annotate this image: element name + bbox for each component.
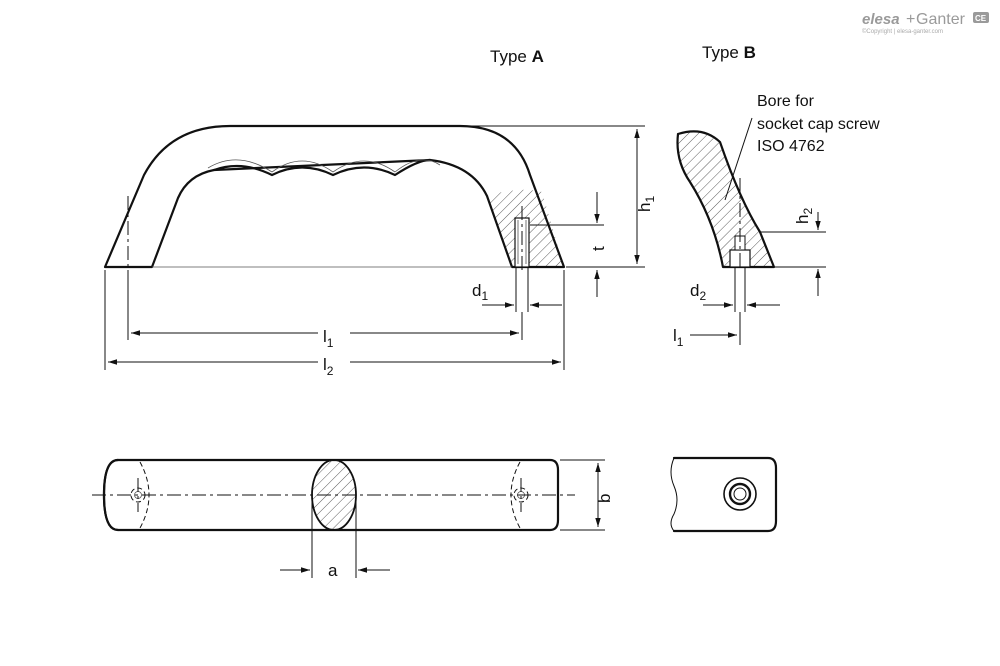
- grip-scallop-arcs: [207, 159, 441, 173]
- dim-b: b: [560, 459, 614, 531]
- elesa-ganter-logo: elesa + Ganter CE ©Copyright | elesa-gan…: [862, 11, 989, 35]
- grip-scallops: [212, 158, 432, 177]
- dim-l1-type-b: l1: [673, 312, 741, 349]
- handle-outer-outline: [103, 124, 566, 269]
- dim-l1: l1: [127, 270, 523, 350]
- bore-note-leader: [724, 117, 753, 201]
- type-a-letter: A: [532, 47, 544, 66]
- counterbore-top: [723, 477, 757, 511]
- logo-badge-shape: [973, 12, 989, 23]
- type-b-top-outline: [672, 456, 778, 533]
- dim-t-label: t: [589, 246, 608, 251]
- dim-b-label: b: [595, 494, 614, 503]
- dim-d2: d2: [690, 268, 780, 312]
- dim-h1: h1: [460, 125, 657, 268]
- bore-note-line-3: ISO 4762: [757, 138, 825, 155]
- dim-d1: d1: [472, 268, 562, 312]
- top-view-handle: [92, 458, 575, 532]
- bore-top: [728, 482, 752, 506]
- front-view-handle: [103, 124, 566, 270]
- type-a-label: Type A: [490, 47, 544, 66]
- type-b-label: Type B: [702, 43, 756, 62]
- dim-h1-label: h1: [635, 196, 657, 212]
- dim-h2: h2: [760, 208, 826, 296]
- logo-brand-ganter: Ganter: [916, 11, 966, 28]
- dim-l1-label: l1: [323, 327, 334, 350]
- type-b-top-view: [670, 456, 778, 533]
- dim-t: t: [530, 192, 608, 297]
- dim-l2-label: l2: [323, 355, 334, 378]
- bore-note-line-2: socket cap screw: [757, 116, 880, 133]
- type-b-outline: [676, 130, 776, 269]
- logo-badge: CE: [975, 14, 987, 23]
- type-b-prefix: Type: [702, 43, 744, 62]
- type-b-letter: B: [744, 43, 756, 62]
- dim-d2-label: d2: [690, 281, 706, 303]
- dim-l2: l2: [104, 270, 565, 378]
- logo-brand-elesa: elesa: [862, 11, 900, 28]
- dim-h2-label: h2: [793, 208, 815, 224]
- dim-a-label: a: [328, 561, 338, 580]
- type-a-prefix: Type: [490, 47, 532, 66]
- bore-note-line-1: Bore for: [757, 93, 815, 110]
- dim-a: a: [280, 495, 390, 580]
- dim-l1-type-b-label: l1: [673, 326, 684, 349]
- dim-d1-label: d1: [472, 281, 488, 303]
- logo-plus: +: [906, 11, 915, 28]
- break-line: [670, 457, 678, 532]
- logo-copyright: ©Copyright | elesa-ganter.com: [862, 28, 943, 35]
- type-b-section: [676, 117, 776, 270]
